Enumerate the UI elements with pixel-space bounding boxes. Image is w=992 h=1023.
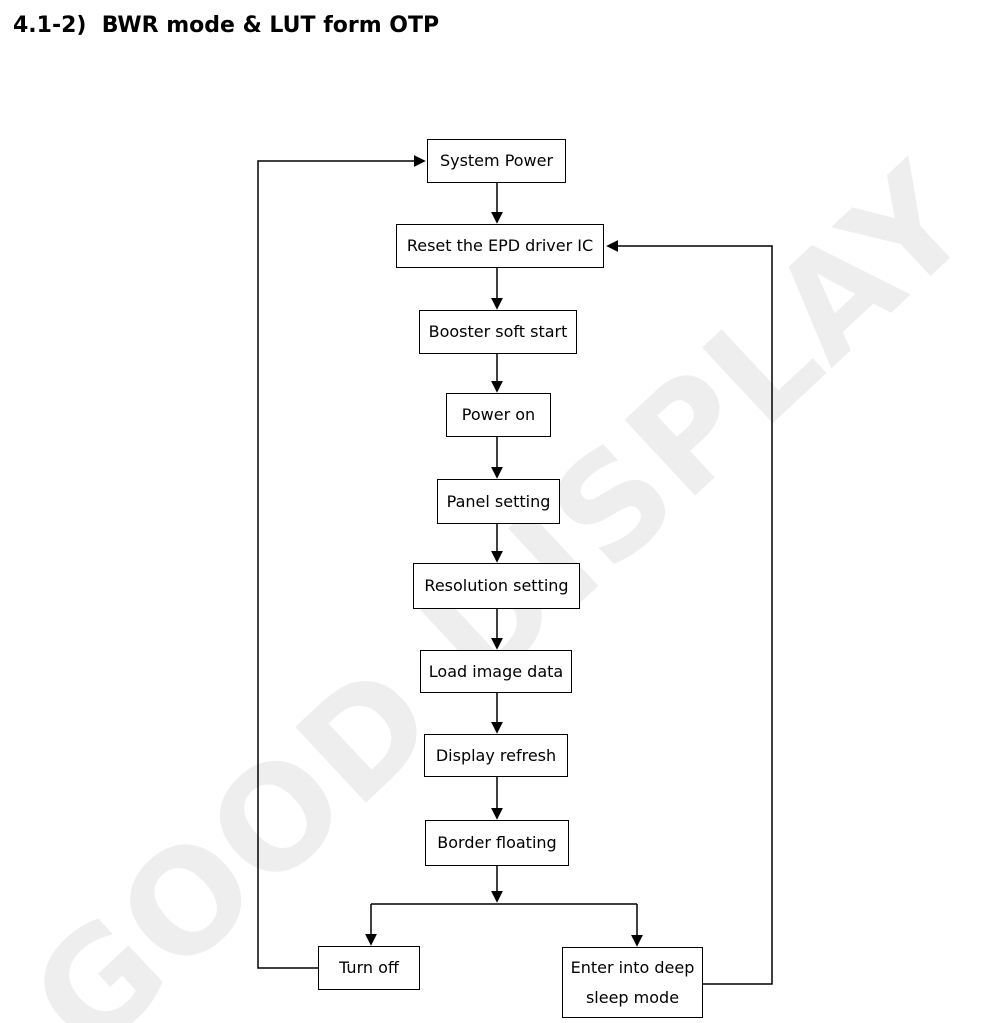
flow-node-label: Turn off [339, 958, 399, 977]
flow-node-label: Panel setting [446, 491, 551, 511]
flow-node-label: Reset the EPD driver IC [406, 236, 594, 255]
flow-node-label: Resolution setting [424, 576, 569, 595]
flow-node-border-floating: Border floating [425, 820, 569, 866]
flow-node-reset-epd-driver-ic: Reset the EPD driver IC [396, 224, 604, 268]
flow-node-panel-setting: Panel setting [437, 479, 560, 524]
flow-node-system-power: System Power [427, 139, 566, 183]
flow-node-label: System Power [439, 151, 554, 170]
page-title: 4.1-2) BWR mode & LUT form OTP [13, 13, 440, 38]
flow-node-label: Load image data [428, 661, 564, 681]
loop-turn-off-to-system-power [257, 155, 426, 969]
flow-node-resolution-setting: Resolution setting [413, 563, 580, 609]
flow-node-power-on: Power on [446, 393, 551, 437]
flow-node-label: Border floating [437, 833, 557, 852]
flow-node-turn-off: Turn off [318, 946, 420, 990]
flow-node-label: Enter into deep sleep mode [570, 957, 695, 1007]
flow-node-label: Booster soft start [428, 322, 568, 341]
flow-node-booster-soft-start: Booster soft start [419, 310, 577, 354]
flow-node-label: Power on [461, 405, 536, 424]
flow-node-display-refresh: Display refresh [424, 734, 568, 777]
flow-node-label: Display refresh [435, 745, 557, 765]
loop-deep-sleep-to-reset [606, 240, 773, 985]
flow-node-load-image-data: Load image data [420, 650, 572, 693]
flow-node-enter-deep-sleep: Enter into deep sleep mode [562, 947, 703, 1018]
